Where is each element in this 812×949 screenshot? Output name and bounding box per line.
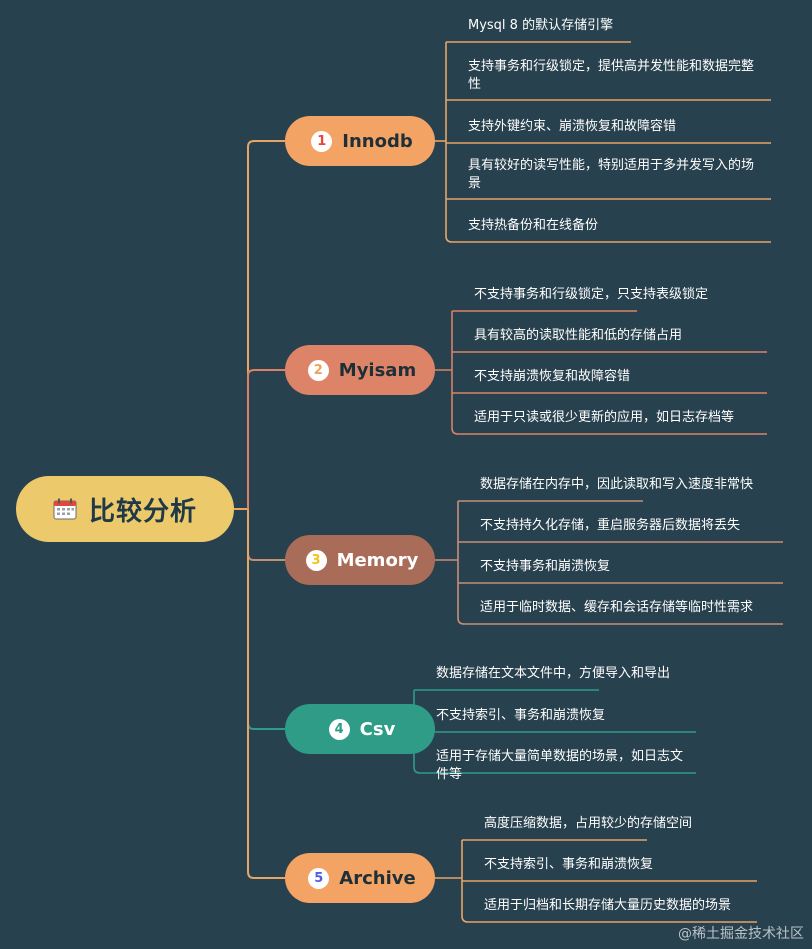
leaf-text: 适用于存储大量简单数据的场景，如日志文件等: [436, 749, 684, 782]
branch-label: Csv: [359, 718, 396, 740]
branch-node-archive[interactable]: 5 Archive: [285, 853, 435, 903]
leaf-text: 支持事务和行级锁定，提供高并发性能和数据完整性: [468, 59, 755, 92]
connector-line: [451, 427, 767, 435]
leaf-text: 高度压缩数据，占用较少的存储空间: [484, 816, 693, 831]
leaf-text: 支持外键约束、崩溃恢复和故障容错: [468, 119, 677, 134]
leaf-text: 支持热备份和在线备份: [468, 218, 599, 233]
leaf-text: 不支持索引、事务和崩溃恢复: [484, 857, 654, 872]
leaf-text: 数据存储在内存中，因此读取和写入速度非常快: [480, 477, 754, 492]
branch-number-badge: 3: [305, 549, 327, 571]
branch-label: Myisam: [338, 359, 417, 381]
root-node[interactable]: 比较分析: [16, 476, 234, 542]
leaf-text: 具有较高的读取性能和低的存储占用: [474, 328, 683, 343]
connector-line: [247, 509, 285, 879]
leaf-text: 不支持事务和崩溃恢复: [480, 559, 611, 574]
branch-number-badge: 1: [311, 130, 333, 152]
connector-line: [247, 369, 285, 509]
connector-line: [445, 235, 771, 243]
branch-label: Innodb: [342, 130, 413, 152]
leaf-text: 不支持事务和行级锁定，只支持表级锁定: [474, 287, 709, 302]
leaf-text: 不支持索引、事务和崩溃恢复: [436, 708, 606, 723]
leaf-text: 不支持崩溃恢复和故障容错: [474, 369, 631, 384]
branch-node-memory[interactable]: 3 Memory: [285, 535, 435, 585]
root-label: 比较分析: [88, 496, 197, 527]
calendar-icon: [53, 498, 77, 520]
connector-line: [247, 140, 285, 509]
leaf-text: 数据存储在文本文件中，方便导入和导出: [436, 666, 671, 681]
branch-node-csv[interactable]: 4 Csv: [285, 704, 435, 754]
leaf-text: 适用于归档和长期存储大量历史数据的场景: [484, 898, 732, 913]
leaf-text: 适用于临时数据、缓存和会话存储等临时性需求: [480, 600, 754, 615]
leaf-text: Mysql 8 的默认存储引擎: [468, 18, 614, 33]
branch-node-myisam[interactable]: 2 Myisam: [285, 345, 435, 395]
branch-number-badge: 2: [307, 359, 329, 381]
connector-line: [247, 509, 285, 561]
branch-number-badge: 4: [328, 718, 350, 740]
branch-node-innodb[interactable]: 1 Innodb: [285, 116, 435, 166]
leaf-text: 不支持持久化存储，重启服务器后数据将丢失: [480, 518, 741, 533]
leaf-text: 具有较好的读写性能，特别适用于多并发写入的场景: [468, 158, 755, 191]
branch-label: Memory: [336, 549, 419, 571]
connector-line: [247, 509, 285, 730]
branch-label: Archive: [339, 867, 416, 889]
watermark: @稀土掘金技术社区: [678, 926, 804, 942]
leaf-text: 适用于只读或很少更新的应用，如日志存档等: [474, 410, 735, 425]
connector-line: [461, 915, 757, 923]
connector-line: [457, 617, 783, 625]
branch-number-badge: 5: [308, 867, 330, 889]
